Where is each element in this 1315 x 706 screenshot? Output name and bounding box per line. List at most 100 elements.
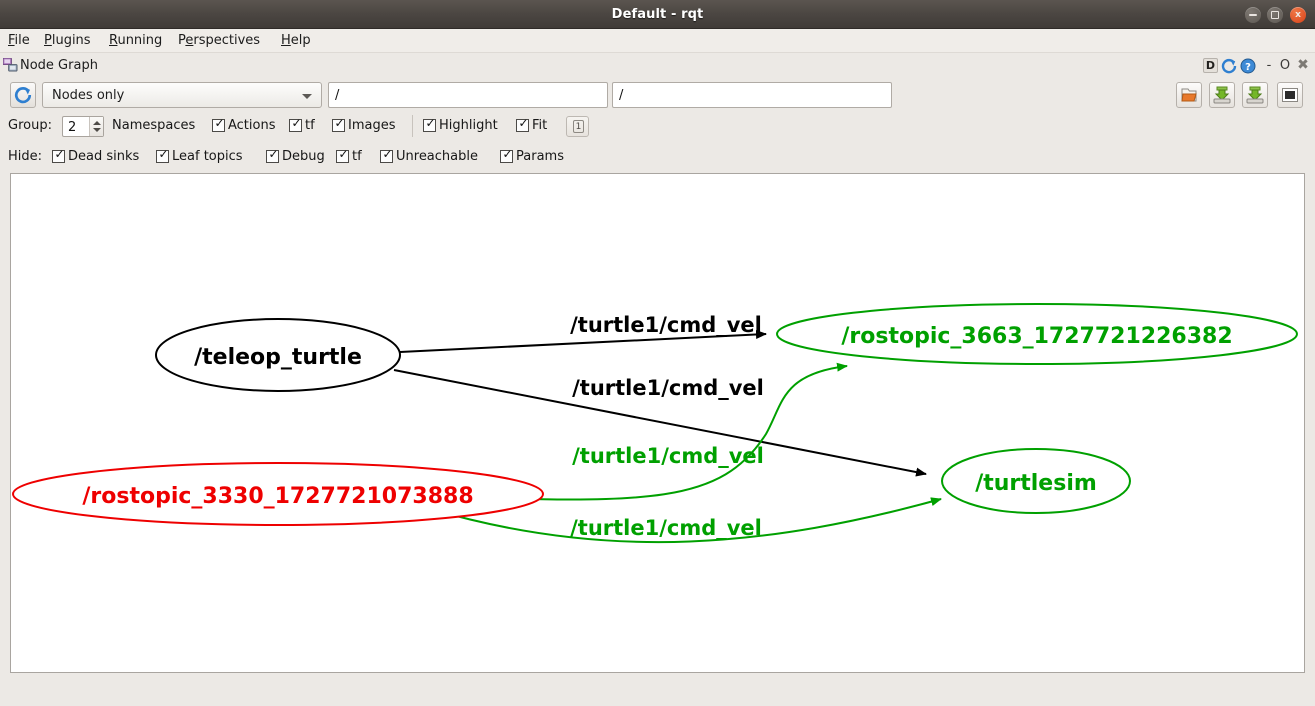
images-checkbox[interactable]: [332, 116, 346, 132]
menu-plugins[interactable]: Plugins: [44, 33, 91, 48]
menu-help[interactable]: Help: [281, 33, 311, 48]
menu-file[interactable]: File: [8, 33, 30, 48]
spin-up-icon: [93, 121, 101, 125]
group-label: Group:: [8, 118, 52, 133]
refresh-icon[interactable]: [1221, 58, 1237, 74]
graph-edges: [393, 329, 942, 544]
leaf-topics-checkbox[interactable]: [156, 147, 170, 163]
graph-node-teleop-turtle[interactable]: /teleop_turtle: [155, 318, 401, 392]
edge-rostopic2-to-turtlesim[interactable]: [430, 497, 942, 544]
node-label: /rostopic_3663_1727721226382: [841, 324, 1232, 349]
topic-filter-input[interactable]: /: [612, 82, 892, 108]
window-minimize-button[interactable]: [1245, 7, 1261, 23]
dead-sinks-checkbox[interactable]: [52, 147, 66, 163]
debug-label[interactable]: Debug: [282, 149, 325, 164]
help-icon[interactable]: ?: [1240, 58, 1256, 74]
node-ellipse[interactable]: [12, 462, 544, 526]
open-folder-icon: [1181, 88, 1197, 102]
window-close-button[interactable]: x: [1290, 7, 1306, 23]
edge-label: /turtle1/cmd_vel: [572, 376, 764, 400]
node-ellipse[interactable]: [776, 303, 1298, 365]
group-spinbox-value: 2: [68, 120, 77, 135]
dock-minimize-button[interactable]: -: [1266, 58, 1272, 73]
hide-label: Hide:: [8, 149, 43, 164]
params-checkbox[interactable]: [500, 147, 514, 163]
hide-tf-checkbox[interactable]: [336, 147, 350, 163]
graph-view-value: Nodes only: [52, 88, 125, 103]
highlight-label[interactable]: Highlight: [439, 118, 498, 133]
tf-checkbox[interactable]: [289, 116, 303, 132]
graph-node-rostopic-3663[interactable]: /rostopic_3663_1727721226382: [776, 303, 1298, 365]
fit-in-view-button[interactable]: 1: [566, 116, 589, 137]
dock-tool-strip: D ? - O ✖: [1203, 56, 1311, 75]
node-filter-input[interactable]: /: [328, 82, 608, 108]
node-graph-canvas[interactable]: /turtle1/cmd_vel /turtle1/cmd_vel /turtl…: [10, 173, 1305, 673]
window-maximize-button[interactable]: [1267, 7, 1283, 23]
images-label[interactable]: Images: [348, 118, 396, 133]
actions-label[interactable]: Actions: [228, 118, 276, 133]
graph-edge-labels: /turtle1/cmd_vel /turtle1/cmd_vel /turtl…: [570, 313, 764, 540]
group-spinbox-arrows[interactable]: [89, 117, 103, 136]
node-graph-icon: [3, 58, 18, 72]
save-dot-icon: [1213, 86, 1231, 104]
namespaces-label[interactable]: Namespaces: [112, 118, 196, 133]
save-svg-icon: [1246, 86, 1264, 104]
params-label[interactable]: Params: [516, 149, 564, 164]
topic-filter-value: /: [619, 88, 624, 103]
toolbar-separator: [412, 115, 413, 137]
node-filter-value: /: [335, 88, 340, 103]
edge-rostopic2-to-rostopic1[interactable]: [430, 362, 848, 501]
edge-teleop-to-rostopic1[interactable]: [399, 329, 767, 353]
fit-in-view-icon: 1: [573, 120, 584, 133]
image-icon: [1282, 88, 1298, 102]
save-as-svg-button[interactable]: [1242, 82, 1268, 108]
edge-label: /turtle1/cmd_vel: [572, 444, 764, 468]
graph-options-row-2: Hide: Dead sinks Leaf topics Debug tf Un…: [0, 145, 1315, 169]
node-label: /rostopic_3330_1727721073888: [82, 484, 473, 509]
dead-sinks-label[interactable]: Dead sinks: [68, 149, 140, 164]
save-as-image-button[interactable]: [1277, 82, 1303, 108]
window-titlebar: Default - rqt x: [0, 0, 1315, 29]
edge-label: /turtle1/cmd_vel: [570, 313, 762, 337]
dock-close-icon[interactable]: ✖: [1297, 57, 1309, 73]
node-ellipse[interactable]: [941, 448, 1131, 514]
graph-node-turtlesim[interactable]: /turtlesim: [941, 448, 1131, 514]
debug-checkbox[interactable]: [266, 147, 280, 163]
dock-widget-header: Node Graph D ? - O ✖: [0, 53, 1315, 78]
svg-text:?: ?: [1245, 62, 1251, 73]
graph-view-combobox[interactable]: Nodes only: [42, 82, 322, 108]
tf-label[interactable]: tf: [305, 118, 315, 133]
refresh-icon: [14, 87, 32, 104]
group-spinbox[interactable]: 2: [62, 116, 104, 137]
save-dot-button[interactable]: [1209, 82, 1235, 108]
window-title: Default - rqt: [611, 7, 704, 22]
graph-options-row-1: Group: 2 Namespaces Actions tf Images Hi…: [0, 113, 1315, 139]
unreachable-label[interactable]: Unreachable: [396, 149, 478, 164]
unreachable-checkbox[interactable]: [380, 147, 394, 163]
spin-down-icon: [93, 128, 101, 132]
menubar: File Plugins Running Perspectives Help: [0, 29, 1315, 53]
edge-teleop-to-turtlesim[interactable]: [393, 369, 927, 477]
graph-node-rostopic-3330[interactable]: /rostopic_3330_1727721073888: [12, 462, 544, 526]
dock-d-button[interactable]: D: [1203, 58, 1218, 73]
close-icon: x: [1295, 10, 1301, 20]
node-label: /teleop_turtle: [194, 345, 362, 370]
node-label: /turtlesim: [975, 471, 1097, 496]
menu-perspectives[interactable]: Perspectives: [178, 33, 261, 48]
leaf-topics-label[interactable]: Leaf topics: [172, 149, 243, 164]
actions-checkbox[interactable]: [212, 116, 226, 132]
graph-toolbar: Nodes only / /: [0, 80, 1315, 110]
hide-tf-label[interactable]: tf: [352, 149, 362, 164]
refresh-graph-button[interactable]: [10, 82, 36, 108]
highlight-checkbox[interactable]: [423, 116, 437, 132]
ros-node-graph[interactable]: /turtle1/cmd_vel /turtle1/cmd_vel /turtl…: [11, 174, 1304, 672]
edge-label: /turtle1/cmd_vel: [570, 516, 762, 540]
fit-label[interactable]: Fit: [532, 118, 548, 133]
dock-float-button[interactable]: O: [1279, 58, 1291, 73]
dock-title: Node Graph: [20, 58, 98, 73]
fit-checkbox[interactable]: [516, 116, 530, 132]
load-dot-button[interactable]: [1176, 82, 1202, 108]
menu-running[interactable]: Running: [109, 33, 163, 48]
node-ellipse[interactable]: [155, 318, 401, 392]
chevron-down-icon: [302, 94, 312, 99]
